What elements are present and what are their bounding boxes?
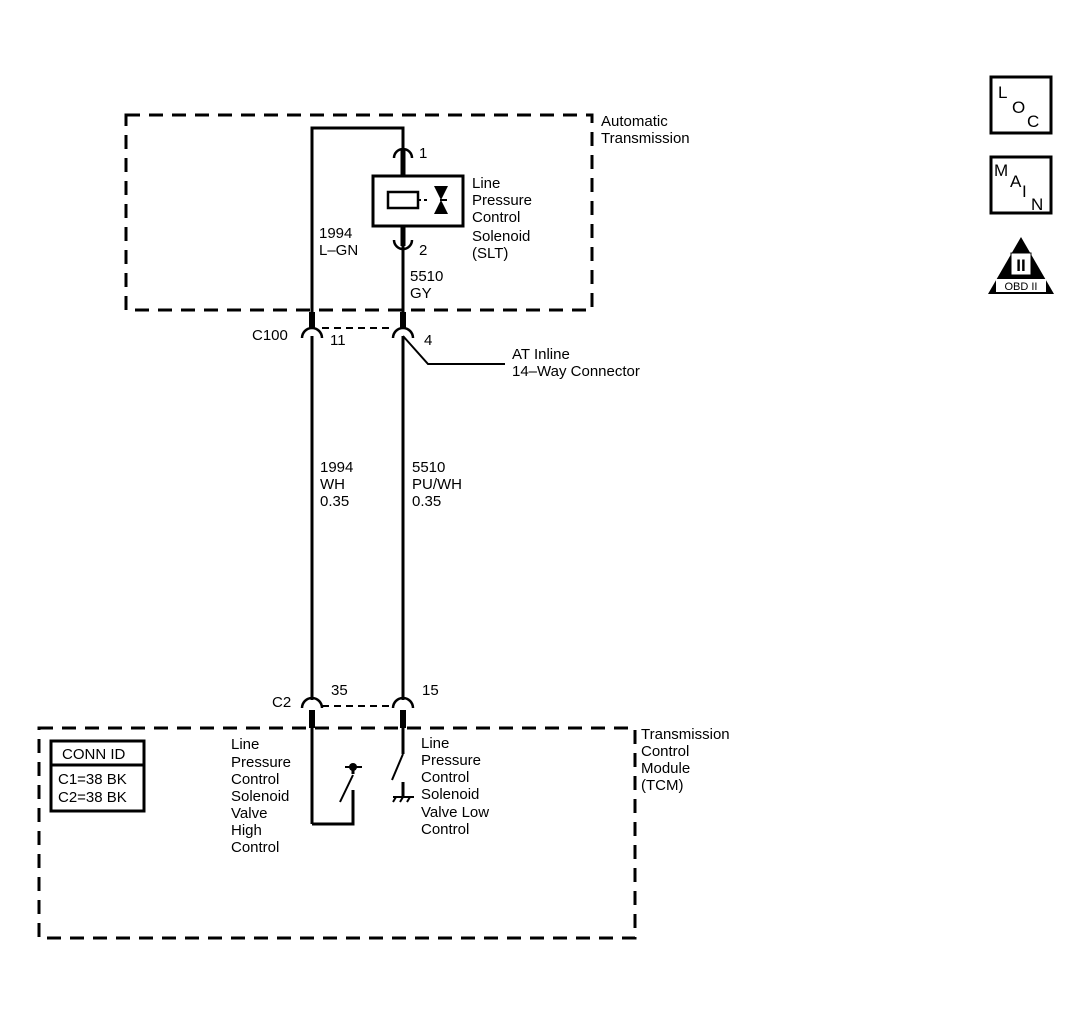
wire-label-5510-upper: 5510 GY: [410, 268, 443, 302]
svg-text:(TCM): (TCM): [641, 777, 683, 794]
svg-text:Control: Control: [421, 769, 469, 786]
svg-text:L: L: [998, 83, 1007, 102]
svg-text:Solenoid: Solenoid: [421, 786, 479, 803]
c100-pin-4: 4: [424, 332, 432, 349]
svg-text:Control: Control: [421, 821, 469, 838]
svg-text:Valve Low: Valve Low: [421, 804, 489, 821]
c2-pin-15: 15: [422, 682, 439, 699]
svg-text:Module: Module: [641, 760, 690, 777]
svg-text:Solenoid: Solenoid: [231, 788, 289, 805]
loc-badge[interactable]: L O C: [989, 75, 1053, 135]
high-control-label: Line Pressure Control Solenoid Valve Hig…: [231, 736, 291, 856]
svg-text:5510: 5510: [412, 459, 445, 476]
svg-text:0.35: 0.35: [412, 493, 441, 510]
automatic-transmission-boundary: [124, 113, 594, 312]
conn-id-title: CONN ID: [62, 746, 126, 763]
conn-id-row: C1=38 BK: [58, 771, 127, 788]
conn-id-row: C2=38 BK: [58, 789, 127, 806]
c2-label: C2: [272, 694, 291, 711]
svg-text:Pressure: Pressure: [472, 192, 532, 209]
svg-text:Solenoid: Solenoid: [472, 228, 530, 245]
c100-pin-11: 11: [330, 332, 346, 349]
conn-id-table: CONN ID C1=38 BK C2=38 BK: [49, 739, 146, 813]
svg-text:Line: Line: [421, 735, 449, 752]
svg-text:Control: Control: [472, 209, 520, 226]
svg-text:AT Inline: AT Inline: [512, 346, 570, 363]
svg-text:Pressure: Pressure: [421, 752, 481, 769]
svg-text:L–GN: L–GN: [319, 242, 358, 259]
svg-text:1: 1: [419, 145, 427, 162]
svg-text:Control: Control: [231, 839, 279, 856]
svg-text:A: A: [1010, 172, 1022, 191]
obd-ii-badge[interactable]: II OBD II: [988, 237, 1054, 294]
svg-text:Line: Line: [472, 175, 500, 192]
inline-connector-callout: AT Inline 14–Way Connector: [402, 335, 640, 380]
obd-numeral: II: [1016, 256, 1025, 275]
svg-text:14–Way Connector: 14–Way Connector: [512, 363, 640, 380]
svg-text:1994: 1994: [319, 225, 352, 242]
high-control-switch: [339, 763, 362, 803]
svg-text:Transmission: Transmission: [601, 130, 690, 147]
main-badge[interactable]: M A I N: [989, 155, 1053, 215]
low-control-switch-ground: [391, 753, 414, 803]
svg-text:WH: WH: [320, 476, 345, 493]
svg-text:Automatic: Automatic: [601, 113, 668, 130]
svg-text:O: O: [1012, 98, 1025, 117]
svg-text:C: C: [1027, 112, 1039, 131]
svg-text:Valve: Valve: [231, 805, 267, 822]
svg-text:Line: Line: [231, 736, 259, 753]
circuit-1994-wire: [310, 126, 405, 826]
c100-label: C100: [252, 327, 288, 344]
svg-text:1994: 1994: [320, 459, 353, 476]
svg-text:Pressure: Pressure: [231, 754, 291, 771]
svg-text:N: N: [1031, 195, 1043, 214]
connector-c100: C100 11 4: [252, 312, 432, 349]
automatic-transmission-label: Automatic Transmission: [601, 113, 690, 147]
svg-text:2: 2: [419, 242, 427, 259]
wire-label-5510-lower: 5510 PU/WH 0.35: [412, 459, 462, 510]
wire-label-1994-lower: 1994 WH 0.35: [320, 459, 353, 510]
svg-text:Control: Control: [641, 743, 689, 760]
svg-text:High: High: [231, 822, 262, 839]
wire-label-1994-upper: 1994 L–GN: [319, 225, 358, 259]
tcm-label: Transmission Control Module (TCM): [641, 726, 730, 794]
connector-c2: C2 35 15: [272, 682, 439, 728]
svg-text:M: M: [994, 161, 1008, 180]
svg-text:0.35: 0.35: [320, 493, 349, 510]
solenoid-label: Line Pressure Control Solenoid (SLT): [472, 175, 532, 262]
svg-text:PU/WH: PU/WH: [412, 476, 462, 493]
c2-pin-35: 35: [331, 682, 348, 699]
svg-text:Transmission: Transmission: [641, 726, 730, 743]
svg-text:5510: 5510: [410, 268, 443, 285]
svg-text:GY: GY: [410, 285, 432, 302]
solenoid-pin-1: 1: [392, 145, 427, 176]
solenoid-pin-2: 2: [392, 226, 427, 259]
svg-text:(SLT): (SLT): [472, 245, 508, 262]
svg-text:I: I: [1022, 182, 1027, 201]
low-control-label: Line Pressure Control Solenoid Valve Low…: [421, 735, 489, 838]
svg-text:Control: Control: [231, 771, 279, 788]
tcm-boundary: [37, 726, 637, 940]
line-pressure-solenoid: [371, 174, 465, 228]
obd-label: OBD II: [1004, 281, 1037, 293]
